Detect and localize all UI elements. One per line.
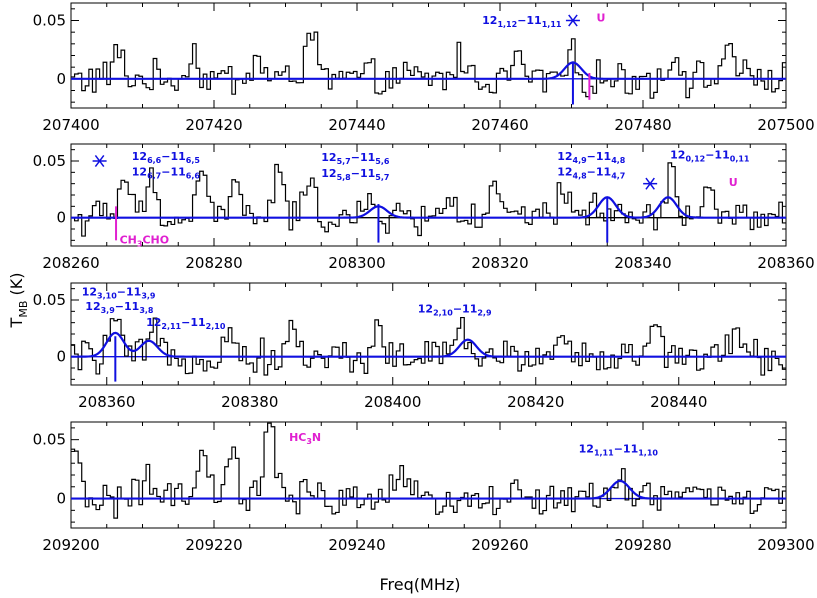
x-tick-label: 208340 <box>614 254 671 272</box>
line-annotation: 125,7−115,6 <box>321 151 390 166</box>
line-annotation: 121,11−111,10 <box>579 443 659 458</box>
y-tick-label: 0 <box>56 490 66 508</box>
x-tick-label: 207460 <box>471 116 528 134</box>
svg-text:TMB (K): TMB (K) <box>7 273 30 329</box>
line-annotation: 126,7−116,6 <box>132 166 201 181</box>
x-tick-label: 209220 <box>185 536 242 554</box>
line-annotation: HC3N <box>289 431 321 446</box>
panels-layer: 207400 207420 207440 207460 207480 207500 0 0.0… <box>33 2 815 554</box>
plot-frame <box>70 2 787 109</box>
line-annotation: 120,12−110,11 <box>670 149 750 164</box>
line-annotation: CH3CHO <box>120 234 169 249</box>
line-annotation: 123,9−113,8 <box>85 300 154 315</box>
x-tick-label: 208260 <box>42 254 99 272</box>
y-axis-label-sub: MB <box>17 301 30 318</box>
asterisk-marker <box>565 14 580 27</box>
y-tick-label: 0 <box>56 348 66 366</box>
line-annotation: 124,8−114,7 <box>557 166 625 181</box>
model-fit <box>71 479 786 500</box>
x-tick-label: 209200 <box>42 536 99 554</box>
x-tick-label: 208380 <box>221 393 278 411</box>
y-axis-label-unit: (K) <box>7 273 26 301</box>
x-tick-label: 208320 <box>471 254 528 272</box>
line-annotation: 122,10−112,9 <box>418 302 492 317</box>
y-tick-label: 0.05 <box>33 152 66 170</box>
panel-4: 209200 209220 209240 209260 209280 209300 0 0.0… <box>33 421 815 554</box>
y-tick-label: 0 <box>56 209 66 227</box>
x-tick-label: 209260 <box>471 536 528 554</box>
x-tick-label: 208360 <box>78 393 135 411</box>
y-tick-label: 0 <box>56 70 66 88</box>
model-fit <box>71 61 786 80</box>
line-annotation: 124,9−114,8 <box>557 150 626 165</box>
x-tick-label: 208280 <box>185 254 242 272</box>
panel-1: 207400 207420 207440 207460 207480 207500 0 0.0… <box>33 2 815 134</box>
y-tick-label: 0.05 <box>33 12 66 30</box>
y-tick-label: 0.05 <box>33 431 66 449</box>
panel-3: 208360 208380 208400 208420 208440 0 0.05 123,1… <box>33 282 787 411</box>
x-tick-label: 207400 <box>42 116 99 134</box>
line-annotation: 125,8−115,7 <box>321 167 389 182</box>
x-tick-label: 207440 <box>328 116 385 134</box>
plot-frame <box>70 421 787 529</box>
x-axis-label: Freq(MHz) <box>380 575 461 594</box>
model-fit <box>71 196 786 219</box>
x-tick-label: 208360 <box>757 254 814 272</box>
line-annotation: 126,6−116,5 <box>132 150 201 165</box>
line-annotation: U <box>729 176 738 189</box>
y-axis-label: TMB (K) <box>7 273 30 329</box>
observed-spectrum <box>71 316 786 376</box>
x-tick-label: 207480 <box>614 116 671 134</box>
x-tick-label: 207420 <box>185 116 242 134</box>
x-tick-label: 209280 <box>614 536 671 554</box>
line-annotation: 122,11−112,10 <box>146 316 226 331</box>
observed-spectrum <box>71 422 786 519</box>
x-tick-label: 208400 <box>364 393 421 411</box>
x-tick-label: 208420 <box>507 393 564 411</box>
observed-spectrum <box>71 31 786 99</box>
x-tick-label: 209240 <box>328 536 385 554</box>
line-annotation: 121,12−111,11 <box>482 14 562 29</box>
x-tick-label: 209300 <box>757 536 814 554</box>
x-tick-label: 208440 <box>650 393 707 411</box>
y-axis-label-main: T <box>7 317 26 328</box>
line-annotation: U <box>597 12 606 25</box>
panel-2: 208260 208280 208300 208320 208340 208360 0 0.0… <box>33 143 815 272</box>
model-fit <box>71 331 786 358</box>
x-tick-label: 207500 <box>757 116 814 134</box>
asterisk-marker <box>92 154 107 168</box>
asterisk-marker <box>643 177 658 190</box>
x-tick-label: 208300 <box>328 254 385 272</box>
plot-frame <box>70 282 787 386</box>
y-tick-label: 0.05 <box>33 291 66 309</box>
line-annotation: 123,10−113,9 <box>82 285 156 300</box>
